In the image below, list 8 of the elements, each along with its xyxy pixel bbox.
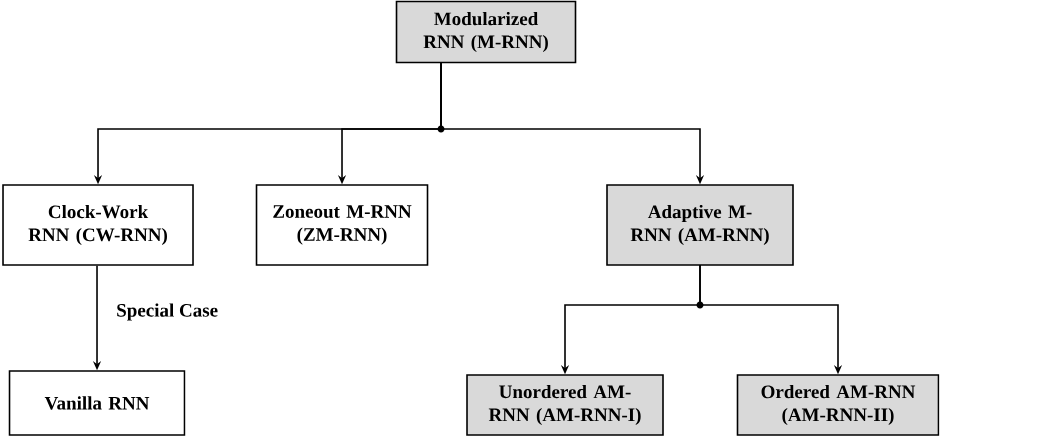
model-box: Zoneout M-RNN (ZM-RNN) [255,184,429,266]
method-box: Ordered AM-RNN (AM-RNN-II) [736,374,940,436]
method-box: Unordered AM-RNN (AM-RNN-I) [466,374,664,436]
method-box: Modularized RNN (M-RNN) [395,0,577,64]
model-box: Clock-Work RNN (CW-RNN) [2,184,194,266]
method-box: Adaptive M-RNN (AM-RNN) [606,184,794,266]
model-box: Vanilla RNN [8,370,186,436]
edge-label: Special Case [117,303,218,321]
